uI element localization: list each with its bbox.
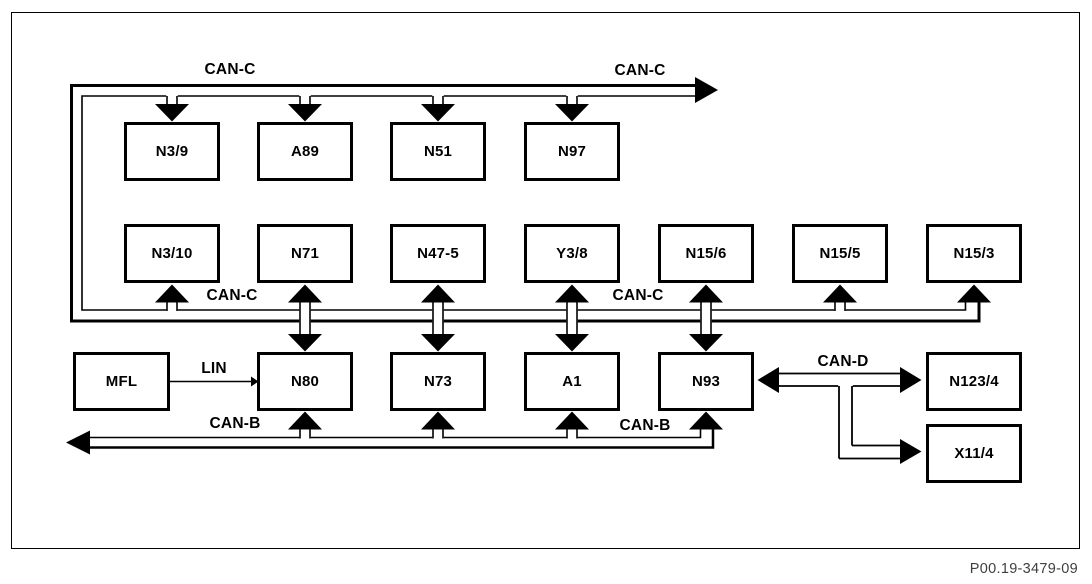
node-label: N3/10	[151, 245, 193, 262]
can-b-up-arrows	[288, 411, 723, 439]
can-d-label: CAN-D	[817, 353, 869, 370]
node-label: N73	[423, 373, 453, 390]
can-b-label-right: CAN-B	[619, 417, 671, 434]
node-label: Y3/8	[556, 245, 588, 262]
node-label: X11/4	[954, 445, 994, 462]
node-label: N15/5	[819, 245, 861, 262]
node-n73: N73	[390, 352, 486, 411]
node-n15-5: N15/5	[792, 224, 888, 283]
node-label: N97	[557, 143, 587, 160]
node-n51: N51	[390, 122, 486, 181]
node-n3-10: N3/10	[124, 224, 220, 283]
can-c-label-lower-right: CAN-C	[612, 287, 664, 304]
can-c-passthrough-arrows	[288, 284, 723, 352]
node-label: N3/9	[155, 143, 189, 160]
can-c-top-drop-arrows	[155, 94, 589, 122]
can-c-up-arrows	[155, 284, 991, 312]
node-label: A89	[290, 143, 320, 160]
can-b-label-left: CAN-B	[209, 415, 261, 432]
node-label: N80	[290, 373, 320, 390]
node-label: N47-5	[417, 245, 459, 262]
node-n93: N93	[658, 352, 754, 411]
part-number: P00.19-3479-09	[969, 561, 1078, 577]
node-n71: N71	[257, 224, 353, 283]
can-c-bus	[70, 77, 991, 352]
node-label: A1	[562, 373, 582, 390]
node-n97: N97	[524, 122, 620, 181]
node-n47-5: N47-5	[390, 224, 486, 283]
can-c-label-lower-left: CAN-C	[206, 287, 258, 304]
node-n3-9: N3/9	[124, 122, 220, 181]
lin-label: LIN	[201, 360, 227, 377]
can-d-bus	[757, 367, 922, 464]
can-c-label-top-right: CAN-C	[614, 62, 666, 79]
can-c-label-top-left: CAN-C	[204, 61, 256, 78]
lin-link	[170, 376, 259, 387]
node-n15-6: N15/6	[658, 224, 754, 283]
node-n123-4: N123/4	[926, 352, 1022, 411]
node-a1: A1	[524, 352, 620, 411]
node-y3-8: Y3/8	[524, 224, 620, 283]
node-label: N93	[691, 373, 721, 390]
node-label: N15/3	[953, 245, 995, 262]
node-label: N71	[290, 245, 320, 262]
node-label: N51	[423, 143, 453, 160]
node-a89: A89	[257, 122, 353, 181]
node-x11-4: X11/4	[926, 424, 1022, 483]
node-label: N123/4	[949, 373, 999, 390]
node-label: MFL	[105, 373, 138, 390]
node-mfl: MFL	[73, 352, 170, 411]
node-n80: N80	[257, 352, 353, 411]
node-label: N15/6	[685, 245, 727, 262]
can-b-bus	[66, 411, 723, 455]
diagram-border	[11, 12, 1080, 549]
node-n15-3: N15/3	[926, 224, 1022, 283]
